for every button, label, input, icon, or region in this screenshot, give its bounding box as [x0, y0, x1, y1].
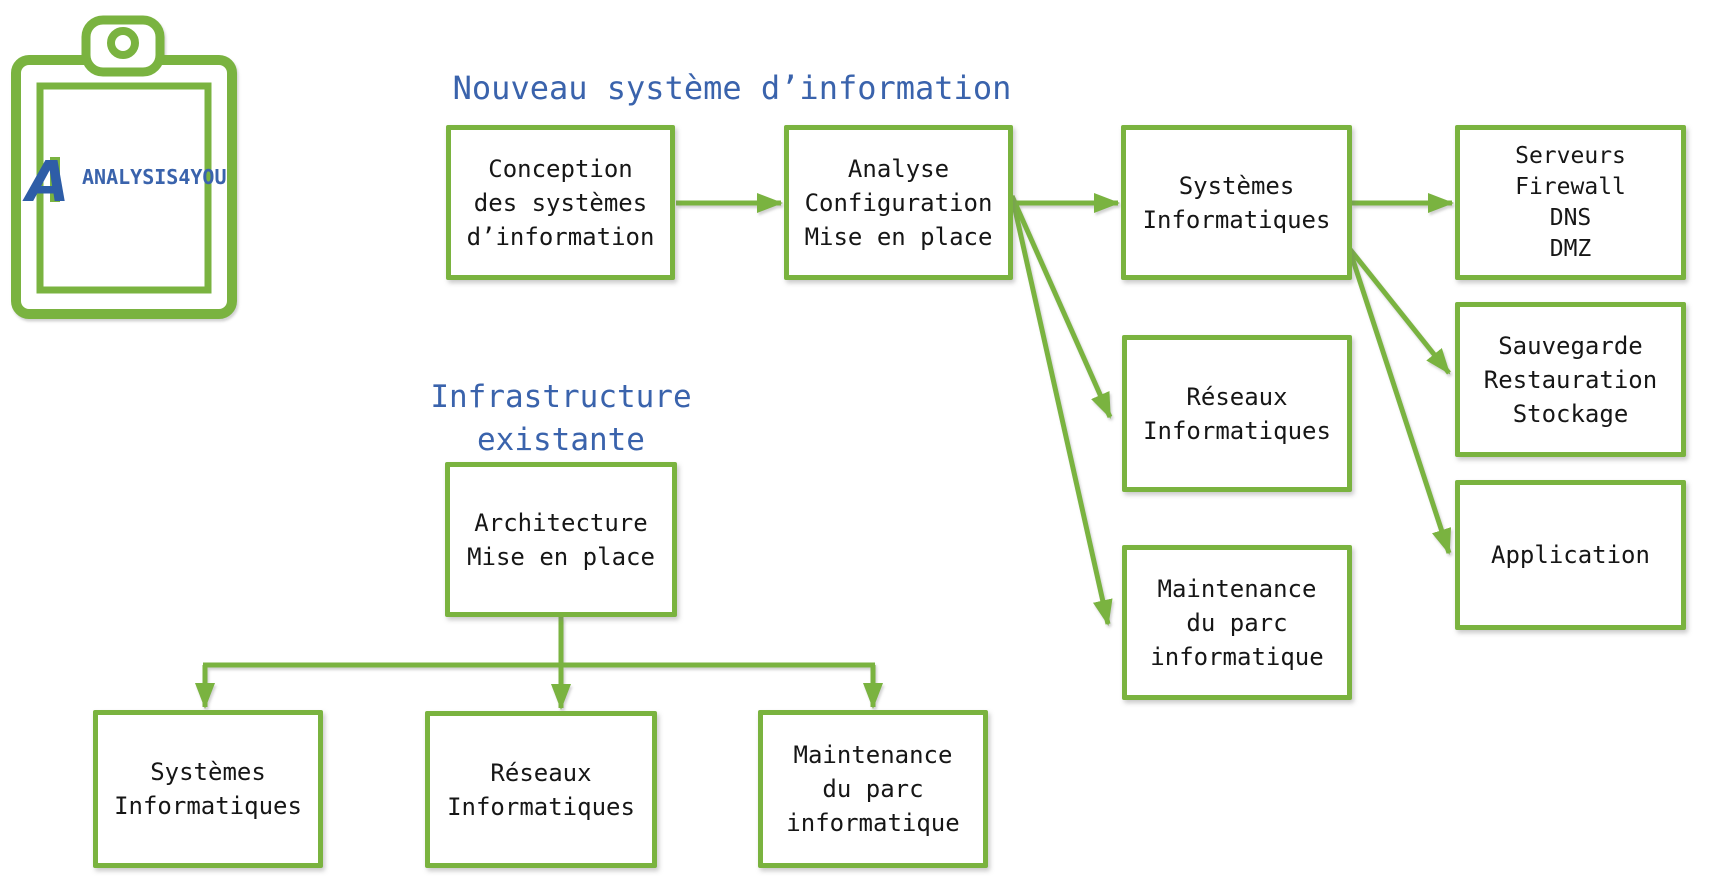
svg-text:A: A: [22, 150, 69, 215]
node-reseaux-informatiques-mid: Réseaux Informatiques: [1122, 335, 1352, 492]
node-maintenance-parc-bottom: Maintenance du parc informatique: [758, 710, 988, 868]
node-serveurs-firewall-dns-dmz: Serveurs Firewall DNS DMZ: [1455, 125, 1686, 280]
node-conception: Conception des systèmes d’information: [446, 125, 675, 280]
node-systemes-informatiques-bottom: Systèmes Informatiques: [93, 710, 323, 868]
edge-analyse-reseaux-mid: [1009, 194, 1113, 419]
edge-systemes-sauvegarde: [1347, 246, 1451, 375]
node-maintenance-parc-mid: Maintenance du parc informatique: [1122, 545, 1352, 700]
node-sauvegarde-restauration-stockage: Sauvegarde Restauration Stockage: [1455, 302, 1686, 457]
edge-systemes-application: [1346, 247, 1452, 555]
node-architecture-mise-en-place: Architecture Mise en place: [445, 462, 677, 617]
heading-existing-infrastructure: Infrastructure existante: [430, 379, 692, 458]
node-analyse-configuration: Analyse Configuration Mise en place: [784, 125, 1013, 280]
node-systemes-informatiques-top: Systèmes Informatiques: [1121, 125, 1352, 280]
heading-new-system: Nouveau système d’information: [452, 69, 1012, 107]
node-application: Application: [1455, 480, 1686, 630]
edge-analyse-maintenance-mid: [1009, 195, 1113, 626]
logo-a-mark: A: [22, 150, 69, 215]
brand-text: ANALYSIS4YOU: [82, 165, 227, 189]
node-reseaux-informatiques-bottom: Réseaux Informatiques: [425, 711, 657, 868]
clipboard-logo-icon: A: [11, 15, 237, 319]
